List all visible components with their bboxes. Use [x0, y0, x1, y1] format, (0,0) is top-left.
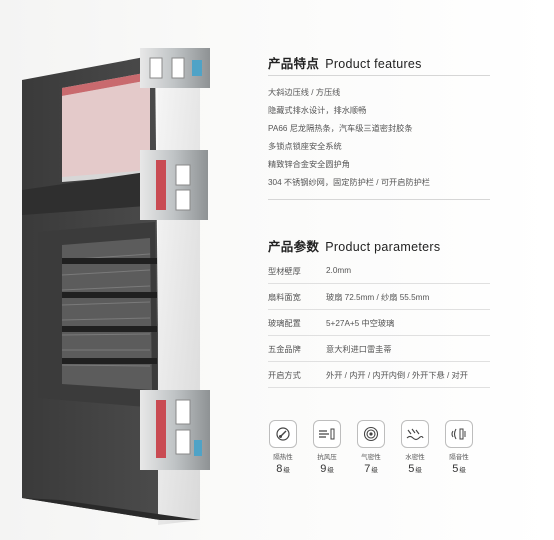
- features-heading: 产品特点 Product features: [268, 53, 422, 72]
- param-value: 意大利进口雷圭蒂: [326, 344, 392, 354]
- performance-card: 隔热性 8级: [268, 420, 298, 475]
- performance-level: 8级: [276, 463, 290, 475]
- performance-label: 水密性: [405, 454, 425, 461]
- performance-icons: 隔热性 8级 抗风压 9级 气密性 7级 水密性 5级: [268, 420, 498, 475]
- feature-item: PA66 尼龙隔热条，汽车级三道密封胶条: [268, 124, 413, 133]
- performance-card: 隔音性 5级: [444, 420, 474, 475]
- param-row: 玻璃配置 5+27A+5 中空玻璃: [268, 310, 490, 336]
- performance-card: 水密性 5级: [400, 420, 430, 475]
- param-key: 扇料面宽: [268, 292, 301, 302]
- param-value: 2.0mm: [326, 266, 352, 275]
- performance-label: 抗风压: [317, 454, 337, 461]
- performance-label: 气密性: [361, 454, 381, 461]
- features-heading-cn: 产品特点: [268, 57, 320, 71]
- performance-label: 隔音性: [449, 454, 469, 461]
- param-row: 扇料面宽 玻扇 72.5mm / 纱扇 55.5mm: [268, 284, 490, 310]
- performance-level: 7级: [364, 463, 378, 475]
- sound-insulation-icon: [445, 420, 473, 448]
- water-tight-icon: [401, 420, 429, 448]
- param-value: 外开 / 内开 / 内开内倒 / 外开下悬 / 对开: [326, 370, 468, 380]
- feature-item: 多锁点锁座安全系统: [268, 142, 342, 151]
- performance-label: 隔热性: [273, 454, 293, 461]
- window-profile-image: [0, 0, 250, 535]
- parameters-heading-en: Product parameters: [325, 240, 441, 254]
- feature-item: 304 不锈钢纱网，固定防护栏 / 可开启防护栏: [268, 178, 430, 187]
- parameters-heading: 产品参数 Product parameters: [268, 236, 440, 255]
- features-bottom-divider: [268, 199, 490, 200]
- param-row: 五金品牌 意大利进口雷圭蒂: [268, 336, 490, 362]
- performance-level: 5级: [408, 463, 422, 475]
- feature-item: 大斜边压线 / 方压线: [268, 88, 341, 97]
- param-row: 开启方式 外开 / 内开 / 内开内倒 / 外开下悬 / 对开: [268, 362, 490, 388]
- thermometer-icon: [269, 420, 297, 448]
- features-divider: [268, 75, 490, 76]
- performance-card: 气密性 7级: [356, 420, 386, 475]
- param-key: 五金品牌: [268, 344, 301, 354]
- features-list: 大斜边压线 / 方压线 隐藏式排水设计，排水顺畅 PA66 尼龙隔热条，汽车级三…: [268, 84, 430, 192]
- param-value: 玻扇 72.5mm / 纱扇 55.5mm: [326, 292, 430, 302]
- performance-card: 抗风压 9级: [312, 420, 342, 475]
- param-key: 玻璃配置: [268, 318, 301, 328]
- features-heading-en: Product features: [325, 57, 422, 71]
- feature-item: 精致锌合金安全圆护角: [268, 160, 350, 169]
- parameters-table: 型材壁厚 2.0mm 扇料面宽 玻扇 72.5mm / 纱扇 55.5mm 玻璃…: [268, 258, 490, 388]
- wind-pressure-icon: [313, 420, 341, 448]
- parameters-heading-cn: 产品参数: [268, 240, 320, 254]
- param-value: 5+27A+5 中空玻璃: [326, 318, 395, 328]
- feature-item: 隐藏式排水设计，排水顺畅: [268, 106, 367, 115]
- param-key: 开启方式: [268, 370, 301, 380]
- performance-level: 5级: [452, 463, 466, 475]
- performance-level: 9级: [320, 463, 334, 475]
- param-key: 型材壁厚: [268, 266, 301, 276]
- airtight-icon: [357, 420, 385, 448]
- param-row: 型材壁厚 2.0mm: [268, 258, 490, 284]
